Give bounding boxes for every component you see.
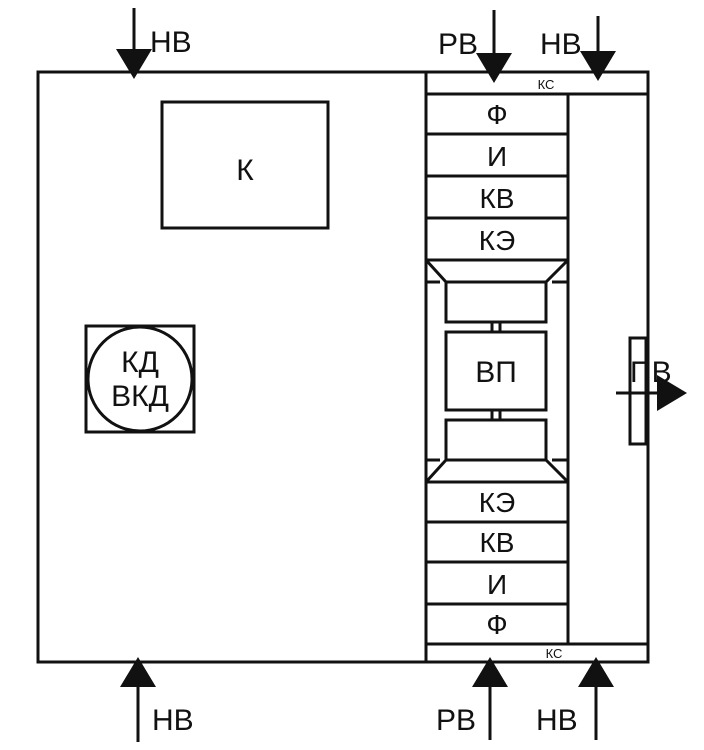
upper-stack-label: КЭ [479,225,515,256]
outlet-plate [628,336,648,446]
box-k [160,100,330,230]
label-bottom-left: НВ [152,704,194,737]
left-bracket-top [424,280,440,344]
lower-stack-label: И [487,569,507,600]
upper-stack-label: КВ [480,183,515,214]
label-center-block: ВП [475,356,517,389]
upper-stack-label: И [487,141,507,172]
upper-stack-label: Ф [486,99,507,130]
label-channel-bottom: КС [546,646,563,661]
label-vkd: ВКД [111,380,169,413]
left-bracket-bottom [424,396,440,462]
upper-fan-box [444,280,548,324]
lower-taper [424,458,570,484]
label-box-k: К [236,154,254,187]
right-bracket-bottom [552,396,570,462]
lower-stack-label: Ф [486,609,507,640]
label-top-rv: РВ [438,28,478,61]
lower-stack-label: КЭ [479,487,515,518]
label-top-right: НВ [540,28,582,61]
label-bottom-right: НВ [536,704,578,737]
lower-stack-f [424,602,570,646]
upper-connector [490,320,502,334]
label-top-left: НВ [150,26,192,59]
right-bracket-top [552,280,570,344]
kd-circle [86,325,194,433]
label-bottom-rv: РВ [436,704,476,737]
label-kd: КД [121,346,159,379]
lower-stack-label: КВ [480,527,515,558]
upper-taper [424,258,570,284]
label-outlet: ПВ [630,356,672,389]
upper-stack-ke [424,216,570,262]
bottom-channel [424,642,650,664]
label-channel-top: КС [538,77,555,92]
main-frame [36,70,650,664]
lower-fan-box [444,418,548,462]
